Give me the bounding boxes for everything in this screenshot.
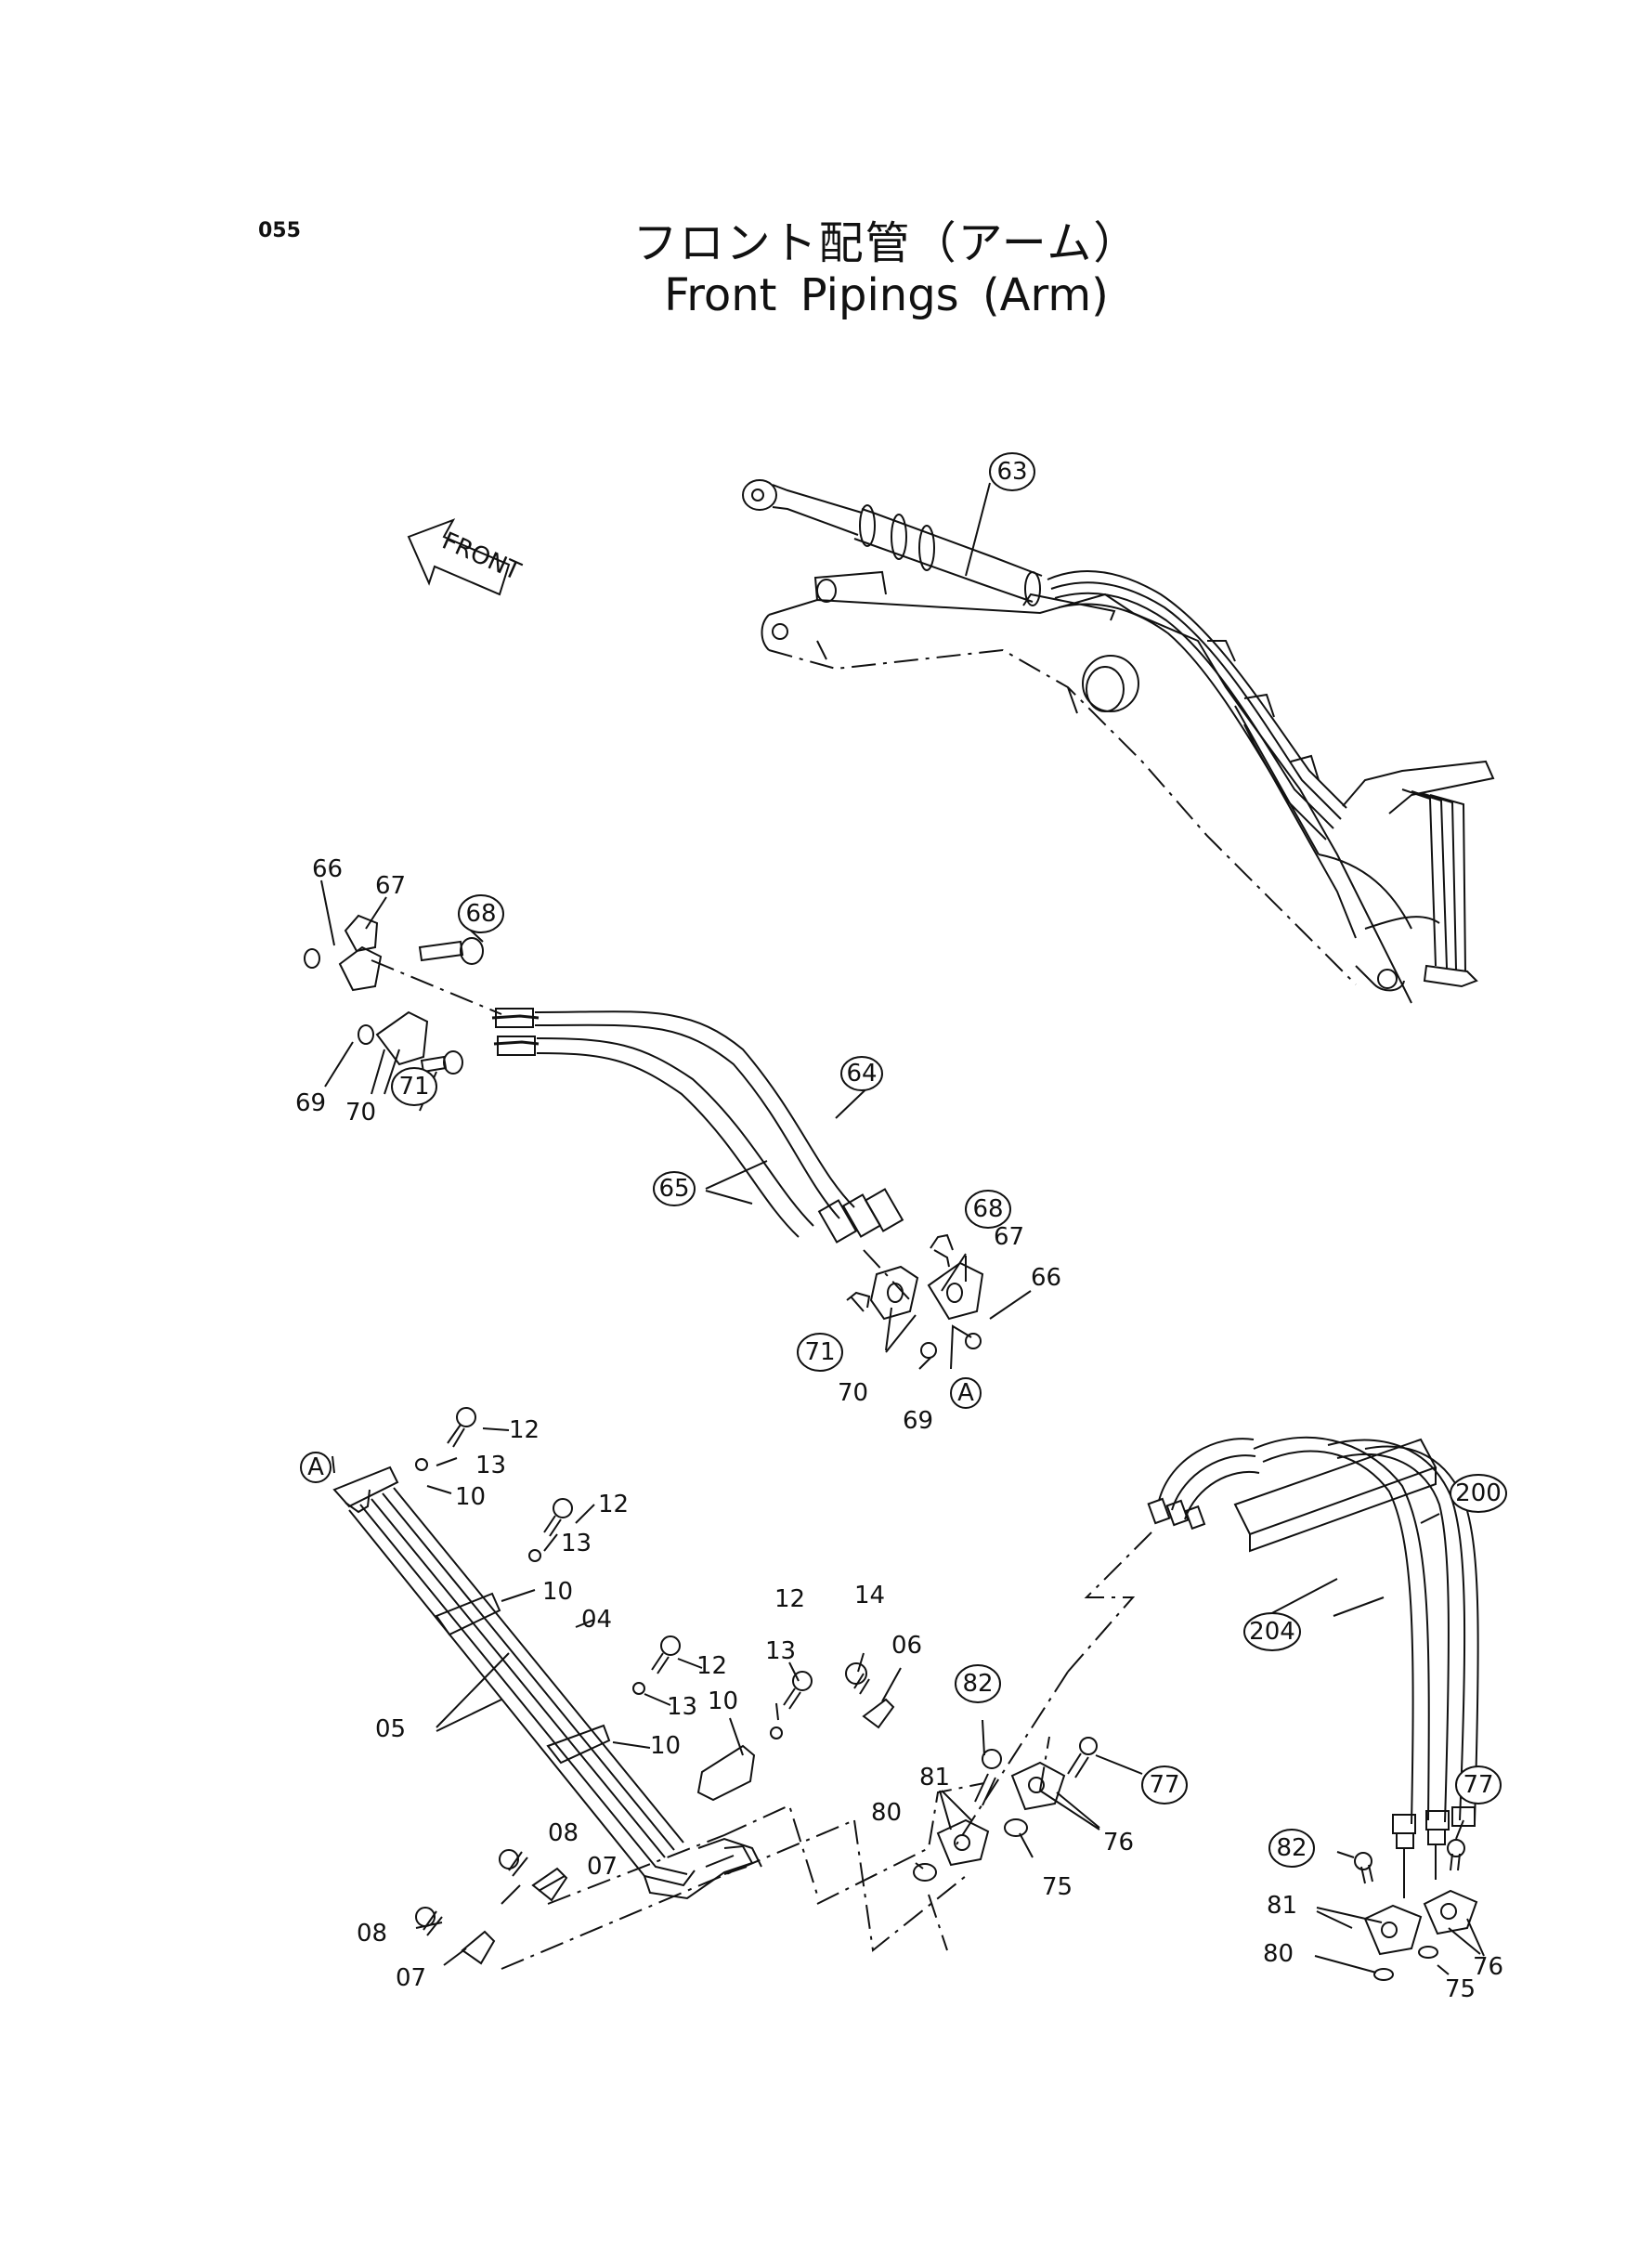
part-label-13-c: 13: [667, 1693, 697, 1721]
part-label-13-d: 13: [765, 1637, 796, 1665]
part-label-08-b: 08: [357, 1920, 387, 1948]
part-label-06: 06: [891, 1632, 922, 1660]
part-label-77-right: 77: [1463, 1771, 1493, 1799]
part-label-71-upper: 71: [398, 1073, 429, 1101]
part-label-68-lower: 68: [972, 1195, 1003, 1223]
part-label-04: 04: [581, 1606, 612, 1634]
part-label-76-middle: 76: [1103, 1829, 1134, 1857]
part-label-12-c: 12: [696, 1652, 727, 1680]
title-english: Front Pipings (Arm): [664, 269, 1109, 321]
part-label-69-lower: 69: [903, 1407, 933, 1435]
part-label-12-d: 12: [774, 1585, 805, 1613]
bucket-hose-bundle: [332, 1407, 985, 1970]
front-direction-arrow: FRONT: [407, 518, 525, 596]
arm-hose-assembly: [304, 914, 984, 1359]
part-label-10-b: 10: [542, 1578, 573, 1606]
part-label-14: 14: [854, 1582, 885, 1609]
leader-lines: [320, 482, 1485, 1975]
part-label-70-lower: 70: [838, 1379, 868, 1407]
page-number: 055: [258, 219, 301, 242]
part-label-08-a: 08: [548, 1819, 579, 1847]
part-label-13-b: 13: [561, 1530, 592, 1557]
part-label-82-right: 82: [1276, 1834, 1307, 1862]
part-label-12-b: 12: [598, 1491, 629, 1518]
part-label-66-upper: 66: [312, 855, 343, 883]
part-label-63: 63: [996, 458, 1027, 486]
part-label-71-lower: 71: [804, 1338, 835, 1366]
arm-assembly-drawing: [742, 479, 1495, 1004]
part-label-70-upper: 70: [345, 1099, 376, 1127]
part-label-76-right: 76: [1473, 1953, 1503, 1981]
part-label-81-right: 81: [1267, 1892, 1297, 1920]
front-arrow-label: FRONT: [438, 528, 525, 587]
part-label-67-upper: 67: [375, 872, 406, 900]
circled-part-labels: 63 68 71 68 71 82 77 200 204 82 77: [391, 452, 1507, 1868]
part-label-82-middle: 82: [962, 1670, 993, 1698]
part-label-64-text: 64: [846, 1060, 877, 1088]
part-label-05: 05: [375, 1715, 406, 1743]
part-label-80-right: 80: [1263, 1940, 1294, 1968]
part-label-77-middle: 77: [1149, 1771, 1179, 1799]
part-label-13-a: 13: [475, 1452, 506, 1479]
part-label-66-lower: 66: [1031, 1264, 1061, 1292]
part-label-69-upper: 69: [295, 1089, 326, 1117]
part-label-07-a: 07: [587, 1853, 618, 1881]
part-label-81-middle: 81: [919, 1764, 950, 1791]
part-label-80-middle: 80: [871, 1799, 902, 1827]
part-label-07-b: 07: [396, 1964, 426, 1992]
connection-marker-a: A A: [300, 1377, 982, 1483]
part-label-10-c: 10: [650, 1732, 681, 1760]
connection-marker-a-upper: A: [957, 1379, 974, 1407]
part-label-75-right: 75: [1445, 1975, 1476, 2003]
title-japanese: フロント配管（アーム）: [632, 217, 1140, 269]
part-label-10-a: 10: [455, 1483, 486, 1511]
part-label-65: 65: [658, 1175, 689, 1203]
part-label-200: 200: [1455, 1479, 1502, 1507]
part-label-204: 204: [1249, 1618, 1295, 1646]
part-label-67-lower: 67: [994, 1223, 1024, 1251]
part-label-12-a: 12: [509, 1416, 540, 1444]
part-label-75-middle: 75: [1042, 1873, 1073, 1901]
bucket-cylinder-hoses: [913, 1436, 1479, 1981]
part-label-10-d: 10: [708, 1687, 738, 1715]
connection-marker-a-lower: A: [307, 1453, 324, 1481]
part-label-68-upper: 68: [465, 900, 496, 928]
part-labels: 66 67 69 70 64 65 67 66 70 69 12 13 10 1…: [295, 855, 1503, 2003]
